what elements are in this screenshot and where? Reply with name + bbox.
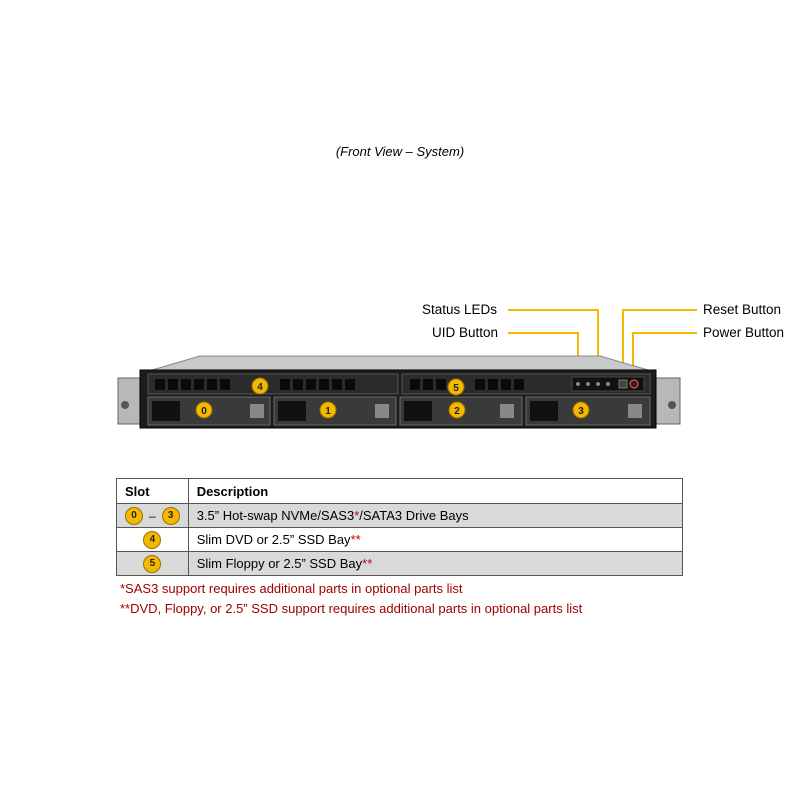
bay-badge-2: 2 <box>448 401 466 419</box>
bay-badge-3: 3 <box>572 401 590 419</box>
rack-ear-right <box>651 377 681 425</box>
table-row: 0–3 3.5” Hot-swap NVMe/SAS3*/SATA3 Drive… <box>116 503 684 528</box>
slim-bay-left <box>147 373 399 395</box>
description-cell: Slim DVD or 2.5” SSD Bay** <box>187 527 684 552</box>
table-row: 5 Slim Floppy or 2.5” SSD Bay** <box>116 551 684 576</box>
slot-table: Slot Description 0–3 3.5” Hot-swap NVMe/… <box>116 478 684 576</box>
slot-badge: 5 <box>143 554 162 573</box>
footnotes: *SAS3 support requires additional parts … <box>120 579 582 619</box>
slot-badge: 0 <box>125 506 143 525</box>
header-slot: Slot <box>116 478 189 504</box>
svg-text:4: 4 <box>257 382 263 393</box>
slot-range-dash: – <box>149 508 156 523</box>
slot-badge: 4 <box>143 530 162 549</box>
footnote-marker: * <box>354 508 360 523</box>
callout-uid-button: UID Button <box>432 325 499 340</box>
table-header-row: Slot Description <box>116 478 684 504</box>
callout-reset-button: Reset Button <box>703 302 782 317</box>
chassis-top <box>151 355 649 371</box>
callout-status-leds: Status LEDs <box>422 302 498 317</box>
footnote-marker: ** <box>362 556 373 571</box>
slot-cell: 5 <box>116 551 189 576</box>
bay-badge-5: 5 <box>447 378 465 396</box>
svg-text:5: 5 <box>453 383 459 394</box>
bay-badge-4: 4 <box>251 377 269 395</box>
svg-text:0: 0 <box>201 406 207 417</box>
bay-badge-1: 1 <box>319 401 337 419</box>
callout-power-button: Power Button <box>703 325 785 340</box>
footnote-sas3: *SAS3 support requires additional parts … <box>120 581 463 596</box>
slot-cell: 4 <box>116 527 189 552</box>
description-text-tail: /SATA3 Drive Bays <box>359 508 469 523</box>
footnote-dvd-floppy: **DVD, Floppy, or 2.5” SSD support requi… <box>120 601 583 616</box>
bay-badge-0: 0 <box>195 401 213 419</box>
table-row: 4 Slim DVD or 2.5” SSD Bay** <box>116 527 684 552</box>
svg-text:1: 1 <box>325 406 331 417</box>
figure-caption: (Front View – System) <box>335 144 465 159</box>
slot-cell: 0–3 <box>116 503 189 528</box>
header-description: Description <box>187 478 684 504</box>
slot-badge: 3 <box>161 506 180 525</box>
description-text: 3.5” Hot-swap NVMe/SAS3 <box>196 508 355 523</box>
description-cell: Slim Floppy or 2.5” SSD Bay** <box>187 551 684 576</box>
slim-bay-right <box>401 373 651 395</box>
description-text: Slim Floppy or 2.5” SSD Bay <box>196 556 363 571</box>
svg-text:2: 2 <box>454 406 460 417</box>
footnote-marker: ** <box>350 532 361 547</box>
drive-tray-0 <box>147 396 271 426</box>
description-cell: 3.5” Hot-swap NVMe/SAS3*/SATA3 Drive Bay… <box>187 503 684 528</box>
description-text: Slim DVD or 2.5” SSD Bay <box>196 532 351 547</box>
svg-text:3: 3 <box>578 406 584 417</box>
